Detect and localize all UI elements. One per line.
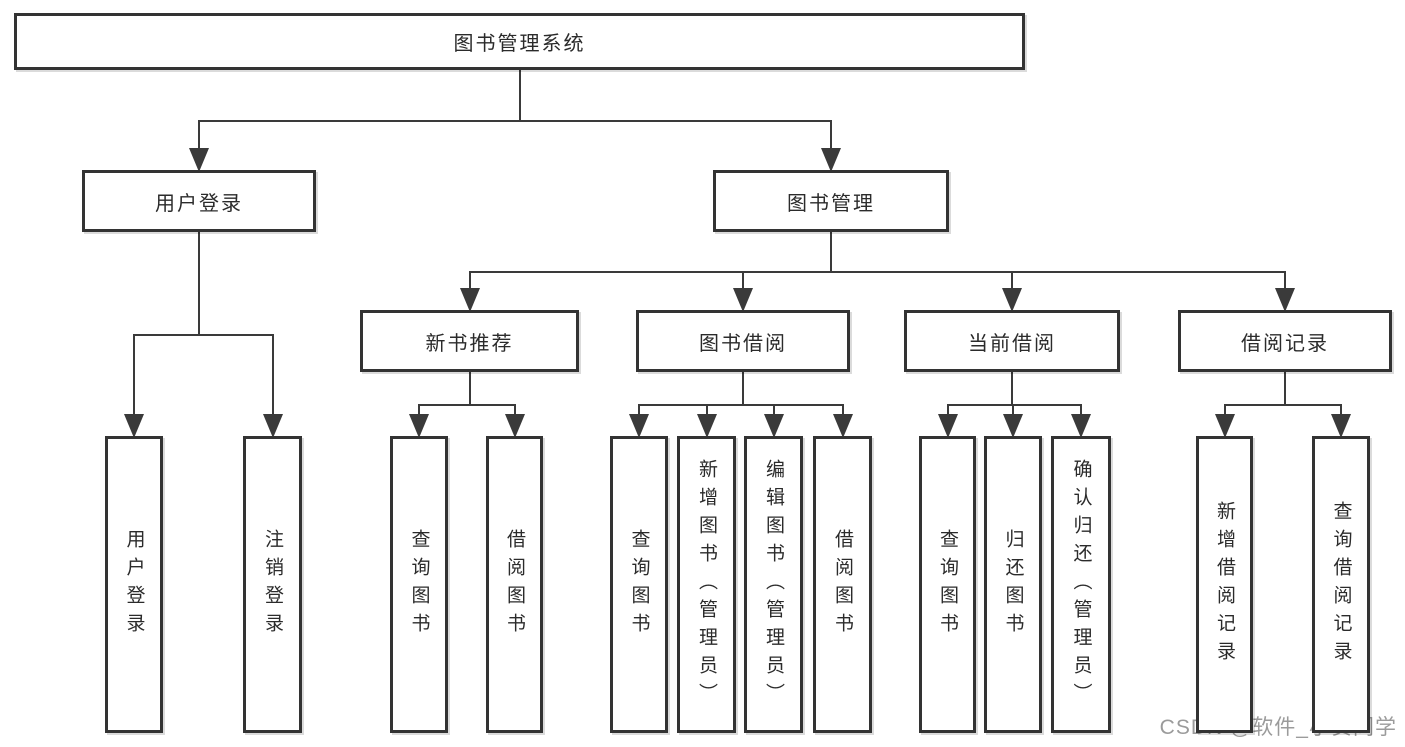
node-edit-books-admin: 编辑图书（管理员） — [744, 436, 803, 733]
connector-line — [468, 372, 471, 404]
node-user-login-leaf: 用户登录 — [105, 436, 163, 733]
node-logout-leaf: 注销登录 — [243, 436, 302, 733]
node-label: 注销登录 — [262, 528, 283, 641]
connector-line — [198, 120, 832, 122]
node-label: 新增图书（管理员） — [696, 458, 717, 711]
node-user-login: 用户登录 — [82, 170, 316, 232]
node-label: 图书借阅 — [699, 332, 787, 355]
connector-line — [513, 404, 516, 418]
connector-line — [271, 334, 274, 418]
node-new-book-recommend: 新书推荐 — [360, 310, 579, 372]
arrow-down-icon — [1071, 414, 1091, 438]
node-label: 图书管理 — [787, 192, 875, 215]
connector-line — [841, 404, 844, 418]
arrow-down-icon — [124, 414, 144, 438]
connector-line — [1284, 372, 1286, 404]
connector-line — [133, 334, 135, 418]
arrow-down-icon — [1214, 414, 1235, 438]
connector-line — [946, 404, 949, 418]
connector-line — [518, 70, 521, 120]
connector-line — [1012, 404, 1014, 418]
connector-line — [1223, 404, 1342, 406]
node-label: 查询图书 — [937, 528, 958, 641]
arrow-down-icon — [1003, 414, 1023, 438]
node-label: 借阅记录 — [1241, 332, 1329, 355]
node-label: 新增借阅记录 — [1214, 500, 1235, 669]
node-label: 用户登录 — [155, 192, 243, 215]
arrow-down-icon — [821, 148, 841, 172]
node-query-books-current: 查询图书 — [919, 436, 976, 733]
connector-line — [638, 404, 844, 406]
arrow-down-icon — [832, 414, 853, 438]
arrow-down-icon — [189, 148, 209, 172]
node-label: 查询图书 — [628, 528, 650, 641]
arrow-down-icon — [459, 288, 480, 312]
node-label: 当前借阅 — [968, 332, 1056, 355]
node-label: 查询图书 — [408, 528, 430, 641]
connector-line — [198, 232, 200, 334]
node-borrow-books-recommend: 借阅图书 — [486, 436, 543, 733]
node-label: 借阅图书 — [504, 528, 525, 641]
node-label: 借阅图书 — [832, 528, 853, 641]
node-borrow-books-borrowing: 借阅图书 — [813, 436, 872, 733]
arrow-down-icon — [937, 414, 958, 438]
node-confirm-return-admin: 确认归还（管理员） — [1051, 436, 1111, 733]
node-current-borrowing: 当前借阅 — [904, 310, 1120, 372]
connector-line — [418, 404, 420, 418]
connector-line — [1223, 404, 1226, 418]
arrow-down-icon — [1331, 414, 1351, 438]
arrow-down-icon — [262, 414, 283, 438]
arrow-down-icon — [763, 414, 784, 438]
arrow-down-icon — [696, 414, 717, 438]
connector-line — [133, 334, 274, 336]
node-label: 新书推荐 — [425, 332, 514, 355]
connector-line — [638, 404, 640, 418]
connector-line — [705, 404, 708, 418]
node-return-books: 归还图书 — [984, 436, 1042, 733]
connector-line — [468, 271, 471, 292]
node-label: 归还图书 — [1002, 528, 1024, 641]
connector-line — [1011, 372, 1013, 404]
connector-line — [742, 372, 744, 404]
arrow-down-icon — [409, 414, 429, 438]
node-library-system: 图书管理系统 — [14, 13, 1025, 70]
connector-line — [830, 120, 832, 152]
node-query-books-borrowing: 查询图书 — [610, 436, 668, 733]
arrow-down-icon — [733, 288, 753, 312]
node-book-borrowing: 图书借阅 — [636, 310, 850, 372]
node-borrowing-records: 借阅记录 — [1178, 310, 1392, 372]
connector-line — [1284, 271, 1286, 292]
connector-line — [1340, 404, 1342, 418]
connector-line — [1080, 404, 1082, 418]
node-label: 确认归还（管理员） — [1070, 458, 1092, 711]
connector-line — [418, 404, 516, 406]
connector-line — [772, 404, 775, 418]
node-add-books-admin: 新增图书（管理员） — [677, 436, 736, 733]
node-label: 图书管理系统 — [453, 33, 586, 55]
arrow-down-icon — [504, 414, 525, 438]
node-add-borrow-record: 新增借阅记录 — [1196, 436, 1253, 733]
node-label: 用户登录 — [123, 528, 145, 641]
node-query-borrow-record: 查询借阅记录 — [1312, 436, 1370, 733]
node-book-management: 图书管理 — [713, 170, 949, 232]
arrow-down-icon — [1002, 288, 1022, 312]
connector-line — [742, 271, 744, 292]
connector-line — [1011, 271, 1013, 292]
connector-line — [468, 271, 1286, 273]
connector-line — [946, 404, 1082, 406]
arrow-down-icon — [629, 414, 649, 438]
arrow-down-icon — [1275, 288, 1295, 312]
node-label: 编辑图书（管理员） — [763, 458, 784, 711]
node-query-books-recommend: 查询图书 — [390, 436, 448, 733]
connector-line — [830, 232, 832, 271]
connector-line — [198, 120, 200, 152]
node-label: 查询借阅记录 — [1330, 500, 1352, 669]
